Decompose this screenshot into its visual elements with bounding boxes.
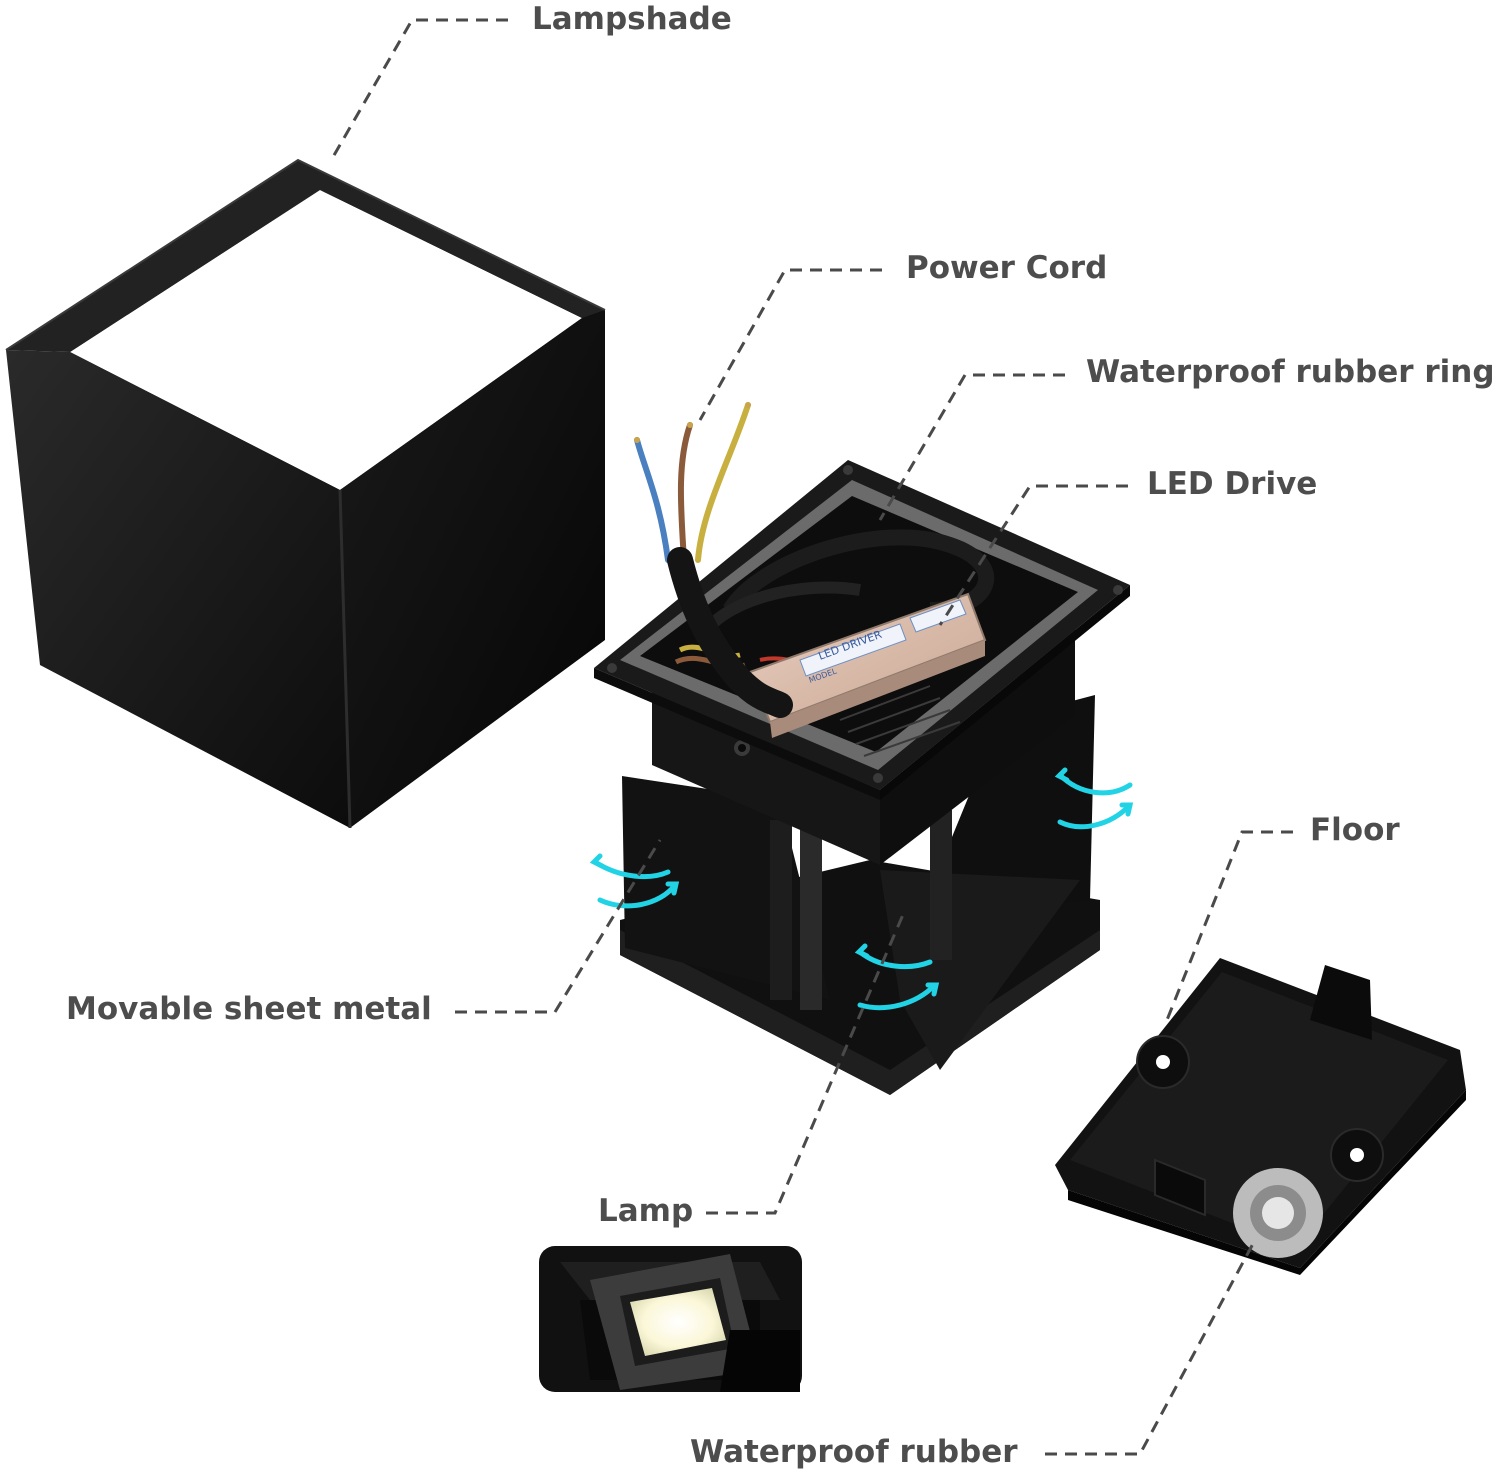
- leader-sheet-metal: [455, 839, 662, 1014]
- label-lampshade: Lampshade: [532, 1, 732, 37]
- right-sheet-metal: [920, 695, 1095, 915]
- label-waterproof-rubber-ring: Waterproof rubber ring: [1086, 354, 1495, 390]
- led-driver-module: LED DRIVER MODEL: [748, 592, 987, 738]
- power-cord-part: [634, 402, 793, 718]
- label-led-drive: LED Drive: [1147, 466, 1318, 502]
- leader-led-drive: [938, 484, 1128, 626]
- label-floor: Floor: [1310, 812, 1400, 848]
- label-movable-sheet-metal: Movable sheet metal: [66, 991, 432, 1027]
- label-lamp: Lamp: [598, 1193, 694, 1229]
- leader-lampshade: [331, 18, 508, 158]
- floor-plate-part: [1055, 958, 1466, 1275]
- airflow-arrows: [589, 767, 1134, 1011]
- label-power-cord: Power Cord: [906, 250, 1108, 286]
- lamp-inset-image: [539, 1246, 802, 1392]
- leader-lines: [331, 18, 1293, 1456]
- lampshade-part: [5, 158, 606, 829]
- leader-lamp: [706, 909, 907, 1215]
- leader-power-cord: [698, 268, 882, 421]
- leader-rubber-ring: [878, 373, 1065, 521]
- label-waterproof-rubber: Waterproof rubber: [690, 1434, 1018, 1470]
- leader-waterproof-rubber: [1045, 1239, 1257, 1456]
- leader-floor: [1163, 830, 1293, 1026]
- lamp-body-part: LED DRIVER MODEL: [594, 460, 1130, 1095]
